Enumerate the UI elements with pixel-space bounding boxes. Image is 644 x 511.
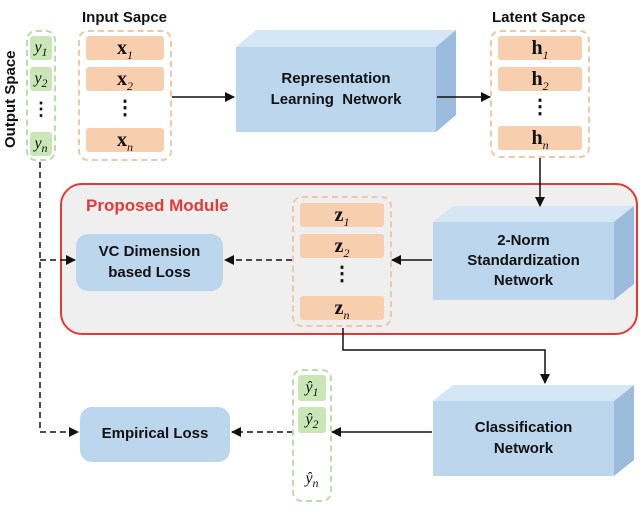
- representation-network-box: [236, 30, 456, 132]
- vc-loss-line1: VC Dimension: [98, 243, 201, 261]
- standardized-z1: z1: [300, 203, 384, 229]
- standardized-z2: z2: [300, 234, 384, 260]
- input-space-column: [78, 30, 172, 161]
- input-x1: x1: [86, 36, 164, 62]
- predicted-yn: ŷn: [305, 470, 319, 491]
- predicted-column: [292, 369, 332, 502]
- classification-network-label: Classification Network: [433, 401, 614, 476]
- latent-h2: h2: [498, 67, 582, 93]
- standardized-ellipsis: ⋮: [332, 263, 352, 285]
- output-y1: y1: [30, 36, 52, 60]
- output-ellipsis: ⋮: [32, 99, 50, 119]
- input-x2: x2: [86, 67, 164, 93]
- standardization-label-line3: Network: [493, 272, 554, 290]
- predicted-y2: ŷ2: [298, 407, 326, 433]
- empirical-loss-label: Empirical Loss: [101, 425, 209, 443]
- input-space-title: Input Sapce: [82, 9, 168, 26]
- empirical-loss-box: Empirical Loss: [80, 407, 230, 462]
- standardized-zn: zn: [300, 296, 384, 322]
- latent-ellipsis: ⋮: [530, 96, 550, 118]
- predicted-y1: ŷ1: [298, 375, 326, 401]
- classification-label-line2: Network: [493, 439, 554, 457]
- vc-loss-line2: based Loss: [108, 263, 191, 281]
- classification-network-box: [433, 385, 634, 476]
- representation-label-line2: Learning Network: [270, 90, 402, 108]
- standardization-label-line2: Standardization: [467, 251, 580, 269]
- output-y2: y2: [30, 67, 52, 91]
- input-ellipsis: ⋮: [115, 97, 135, 119]
- latent-hn: hn: [498, 126, 582, 152]
- proposed-module-title: Proposed Module: [86, 196, 229, 215]
- arrow-z-to-classification: [342, 328, 550, 384]
- standardized-z-column: [292, 196, 392, 327]
- standardization-network-box: [433, 206, 634, 300]
- latent-space-column: [490, 30, 590, 158]
- output-space-column: [26, 30, 56, 161]
- output-yn: yn: [30, 132, 52, 156]
- latent-h1: h1: [498, 36, 582, 62]
- input-xn: xn: [86, 128, 164, 154]
- standardization-network-label: 2-Norm Standardization Network: [433, 222, 614, 300]
- representation-network-label: Representation Learning Network: [236, 47, 436, 132]
- classification-label-line1: Classification: [474, 419, 573, 437]
- vc-dimension-loss-box: VC Dimension based Loss: [76, 234, 223, 291]
- latent-space-title: Latent Sapce: [492, 9, 586, 26]
- standardization-label-line1: 2-Norm: [497, 231, 550, 249]
- representation-label-line1: Representation: [281, 70, 391, 88]
